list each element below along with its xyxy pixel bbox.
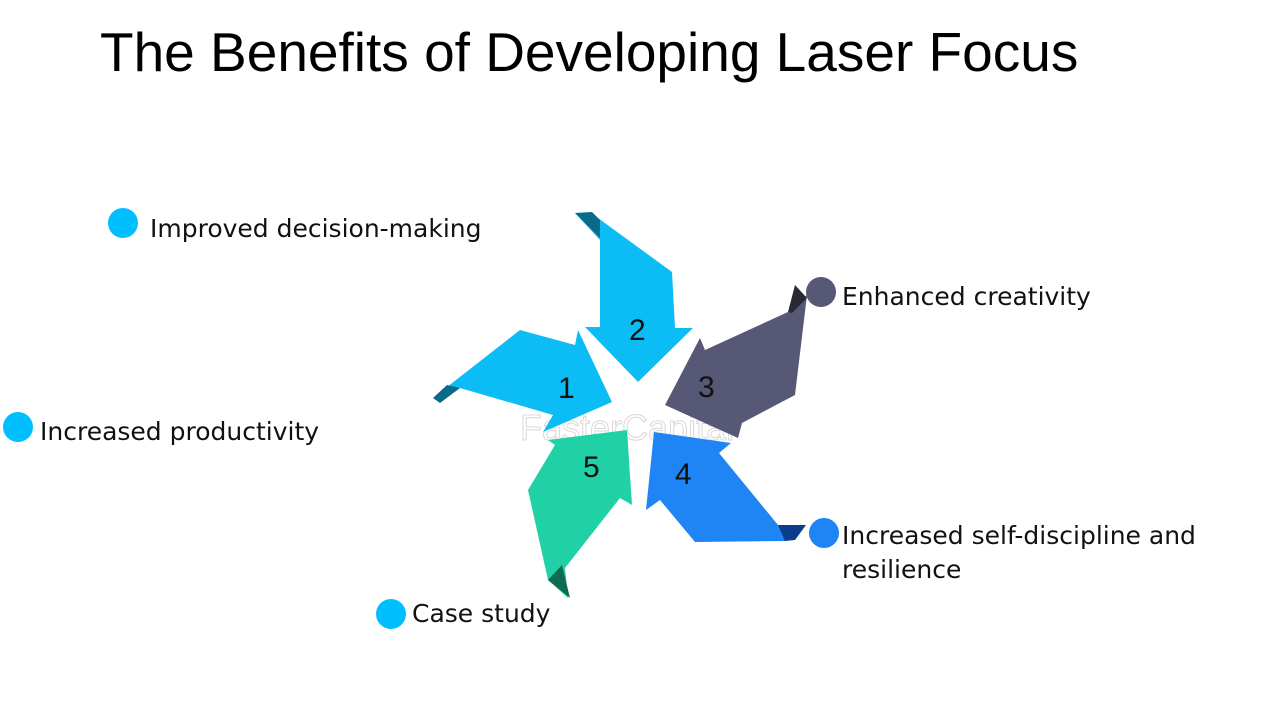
bullet-dot-4 — [809, 518, 839, 548]
slide-title: The Benefits of Developing Laser Focus — [100, 21, 1079, 83]
arrow-5: 5 — [528, 430, 632, 598]
arrow-4-number: 4 — [675, 458, 692, 491]
arrow-1: 1 — [433, 330, 612, 432]
bullet-dot-5 — [376, 599, 406, 629]
arrow-5-number: 5 — [583, 451, 600, 484]
label-enhanced-creativity: Enhanced creativity — [842, 282, 1091, 311]
label-case-study: Case study — [412, 599, 551, 628]
arrow-2: 2 — [575, 212, 693, 382]
arrow-2-number: 2 — [629, 314, 646, 347]
arrow-3: 3 — [665, 285, 807, 438]
bullet-dot-1 — [3, 412, 33, 442]
label-improved-decision-making: Improved decision-making — [150, 214, 482, 243]
arrow-3-number: 3 — [698, 371, 715, 404]
label-self-discipline: Increased self-discipline and resilience — [842, 521, 1196, 584]
arrow-1-number: 1 — [558, 372, 575, 405]
label-increased-productivity: Increased productivity — [40, 417, 320, 446]
arrow-4: 4 — [646, 432, 806, 542]
bullet-dot-2 — [108, 208, 138, 238]
bullet-dot-3 — [806, 277, 836, 307]
